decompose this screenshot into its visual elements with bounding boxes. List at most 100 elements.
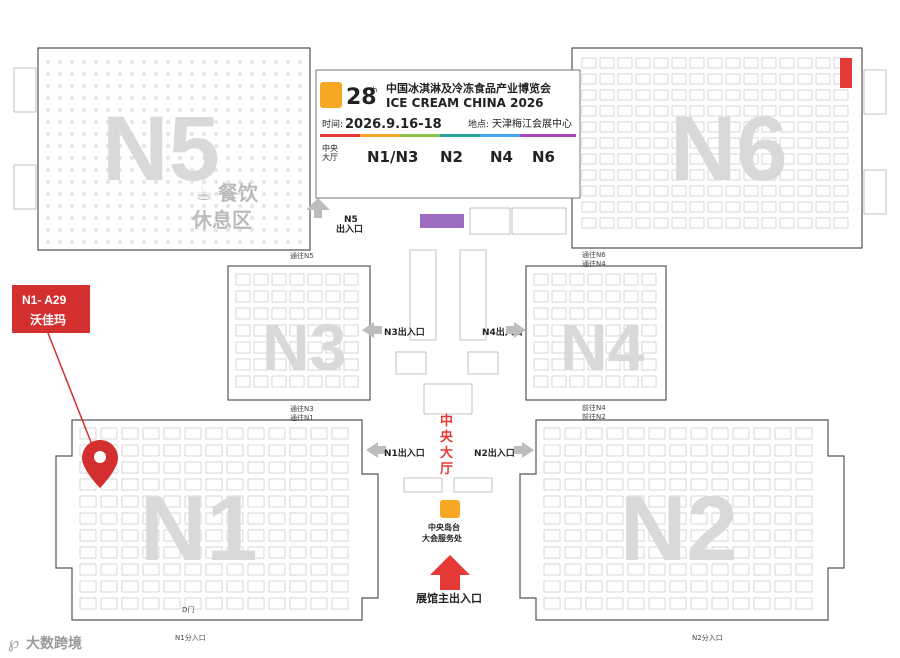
booth[interactable] <box>711 512 729 525</box>
booth[interactable] <box>235 358 251 371</box>
booth[interactable] <box>587 324 603 337</box>
booth[interactable] <box>653 105 669 117</box>
booth[interactable] <box>774 495 792 508</box>
booth[interactable] <box>648 512 666 525</box>
booth[interactable] <box>648 478 666 491</box>
booth[interactable] <box>779 105 795 117</box>
booth[interactable] <box>543 597 561 610</box>
booth[interactable] <box>205 529 223 542</box>
booth[interactable] <box>585 478 603 491</box>
booth[interactable] <box>226 563 244 576</box>
booth[interactable] <box>184 580 202 593</box>
n2-exit-label[interactable]: N2出入口 <box>474 447 515 459</box>
booth[interactable] <box>184 495 202 508</box>
booth[interactable] <box>205 444 223 457</box>
booth[interactable] <box>289 529 307 542</box>
booth[interactable] <box>310 461 328 474</box>
booth[interactable] <box>585 597 603 610</box>
booth[interactable] <box>79 580 97 593</box>
booth[interactable] <box>163 495 181 508</box>
booth[interactable] <box>669 444 687 457</box>
booth[interactable] <box>253 375 269 388</box>
booth[interactable] <box>585 427 603 440</box>
booth[interactable] <box>543 444 561 457</box>
booth[interactable] <box>833 121 849 133</box>
booth[interactable] <box>585 512 603 525</box>
booth[interactable] <box>623 273 639 286</box>
booth[interactable] <box>689 153 705 165</box>
booth[interactable] <box>641 307 657 320</box>
booth[interactable] <box>690 597 708 610</box>
booth[interactable] <box>743 105 759 117</box>
booth[interactable] <box>606 495 624 508</box>
booth[interactable] <box>797 121 813 133</box>
booth[interactable] <box>606 546 624 559</box>
booth[interactable] <box>653 217 669 229</box>
booth[interactable] <box>732 444 750 457</box>
booth[interactable] <box>247 512 265 525</box>
booth[interactable] <box>343 290 359 303</box>
booth[interactable] <box>774 478 792 491</box>
booth[interactable] <box>753 461 771 474</box>
booth[interactable] <box>564 495 582 508</box>
booth[interactable] <box>268 529 286 542</box>
booth[interactable] <box>121 461 139 474</box>
booth[interactable] <box>627 580 645 593</box>
booth[interactable] <box>690 444 708 457</box>
booth[interactable] <box>606 461 624 474</box>
booth[interactable] <box>551 324 567 337</box>
booth[interactable] <box>543 427 561 440</box>
booth[interactable] <box>289 307 305 320</box>
booth[interactable] <box>743 73 759 85</box>
booth[interactable] <box>779 217 795 229</box>
booth[interactable] <box>761 217 777 229</box>
booth[interactable] <box>343 324 359 337</box>
booth[interactable] <box>743 137 759 149</box>
booth[interactable] <box>671 153 687 165</box>
booth[interactable] <box>690 529 708 542</box>
booth[interactable] <box>268 427 286 440</box>
booth[interactable] <box>671 169 687 181</box>
booth[interactable] <box>184 512 202 525</box>
hall-n6[interactable]: N6 <box>571 47 887 249</box>
booth[interactable] <box>587 341 603 354</box>
booth[interactable] <box>617 185 633 197</box>
booth[interactable] <box>247 478 265 491</box>
booth[interactable] <box>599 185 615 197</box>
booth[interactable] <box>289 444 307 457</box>
booth[interactable] <box>779 201 795 213</box>
booth[interactable] <box>690 478 708 491</box>
booth[interactable] <box>774 512 792 525</box>
booth[interactable] <box>732 461 750 474</box>
booth[interactable] <box>761 153 777 165</box>
booth[interactable] <box>543 512 561 525</box>
booth[interactable] <box>581 105 597 117</box>
booth[interactable] <box>235 324 251 337</box>
booth[interactable] <box>226 512 244 525</box>
booth[interactable] <box>732 563 750 576</box>
booth[interactable] <box>653 121 669 133</box>
booth[interactable] <box>331 495 349 508</box>
booth[interactable] <box>627 512 645 525</box>
booth[interactable] <box>235 273 251 286</box>
booth[interactable] <box>690 546 708 559</box>
booth[interactable] <box>627 563 645 576</box>
booth[interactable] <box>653 153 669 165</box>
booth[interactable] <box>815 121 831 133</box>
booth[interactable] <box>100 529 118 542</box>
booth[interactable] <box>331 444 349 457</box>
booth[interactable] <box>587 307 603 320</box>
booth[interactable] <box>163 427 181 440</box>
booth[interactable] <box>533 358 549 371</box>
booth[interactable] <box>617 137 633 149</box>
booth[interactable] <box>226 529 244 542</box>
booth[interactable] <box>599 73 615 85</box>
nav-n6[interactable]: N6 <box>532 148 555 166</box>
booth[interactable] <box>226 597 244 610</box>
booth[interactable] <box>247 580 265 593</box>
booth[interactable] <box>533 324 549 337</box>
booth[interactable] <box>627 478 645 491</box>
booth[interactable] <box>711 529 729 542</box>
booth[interactable] <box>795 427 813 440</box>
booth[interactable] <box>310 597 328 610</box>
